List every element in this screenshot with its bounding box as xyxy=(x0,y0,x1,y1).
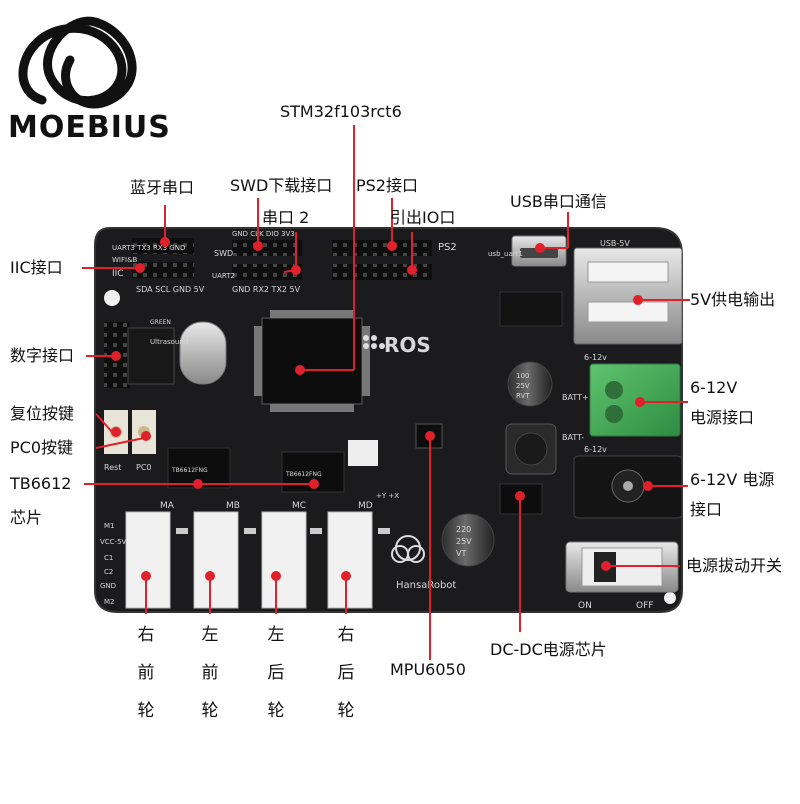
label-wheel-right-rear: 右后轮 xyxy=(337,625,355,721)
power-terminal-block xyxy=(589,363,681,437)
label-gpio-out: 引出IO口 xyxy=(390,208,456,227)
swd-header xyxy=(232,240,302,280)
label-tb6612-2: 芯片 xyxy=(10,508,43,527)
silk-cap1-c: RVT xyxy=(516,392,530,400)
silk-batt-plus: BATT+ xyxy=(562,393,589,402)
silk-on: ON xyxy=(578,601,592,611)
label-wheel-left-front: 左前轮 xyxy=(201,625,219,721)
label-pc0: PC0按键 xyxy=(10,438,74,457)
dc-barrel-jack xyxy=(573,455,683,519)
silk-ma: MA xyxy=(160,501,175,511)
silk-motor-pin-6: M2 xyxy=(104,598,115,606)
brand-name: MOEBIUS xyxy=(8,110,171,145)
label-mpu: MPU6050 xyxy=(390,660,466,679)
tb6612-chip-1 xyxy=(167,447,231,489)
silk-usb-uart: usb_uart1 xyxy=(488,250,523,258)
silk-iic: IIC xyxy=(112,269,124,279)
silk-md: MD xyxy=(358,501,373,511)
label-wheel-right-front: 右前轮 xyxy=(137,625,155,721)
silk-motor-pin-2: VCC-5V xyxy=(100,538,127,546)
silk-ps2: PS2 xyxy=(438,242,457,253)
ros-logo xyxy=(363,335,385,349)
label-tb6612-1: TB6612 xyxy=(10,474,72,493)
small-button-shape xyxy=(348,440,378,466)
silk-cap1-a: 100 xyxy=(516,372,529,380)
silk-off: OFF xyxy=(636,601,653,611)
silk-mc: MC xyxy=(292,501,306,511)
crystal xyxy=(179,321,227,385)
silk-mb: MB xyxy=(226,501,240,511)
moebius-logo-icon xyxy=(18,16,137,109)
silk-motor-pin-5: GND xyxy=(100,582,116,590)
motor-connector-a xyxy=(125,511,171,609)
usb-uart-chip xyxy=(499,291,563,327)
silk-ultrasound: Ultrasound xyxy=(150,338,188,346)
silk-swd: SWD xyxy=(214,249,233,258)
silk-iic-pins: SDA SCL GND 5V xyxy=(136,285,205,294)
silk-uart2: UART2 xyxy=(212,272,235,280)
label-dc-jack-2: 接口 xyxy=(690,500,723,519)
label-reset: 复位按键 xyxy=(10,404,75,423)
silk-cap2-a: 220 xyxy=(456,525,471,534)
silk-cap2-c: VT xyxy=(456,549,466,558)
label-power-terminal-2: 电源接口 xyxy=(690,408,755,427)
label-bluetooth: 蓝牙串口 xyxy=(130,178,195,197)
board-moebius-logo-icon xyxy=(391,535,425,563)
label-uart2: 串口 2 xyxy=(262,208,310,227)
silk-axis: +Y +X xyxy=(376,492,399,500)
silk-rest: Rest xyxy=(104,463,121,472)
silk-chip2: TB6612FNG xyxy=(285,471,322,478)
label-usb-5v: 5V供电输出 xyxy=(690,290,776,309)
label-swd: SWD下载接口 xyxy=(230,176,333,195)
silk-pc0: PC0 xyxy=(136,463,152,472)
ps2-header xyxy=(332,240,432,280)
silk-chip1: TB6612FNG xyxy=(171,467,208,474)
silk-ros: ROS xyxy=(384,333,431,357)
capacitor-100uf xyxy=(507,361,553,407)
silk-motor-pin-4: C2 xyxy=(104,568,113,576)
label-dc-jack-1: 6-12V 电源 xyxy=(690,470,775,489)
ultrasound-header xyxy=(127,327,175,385)
silk-company: HansaRobot xyxy=(396,580,456,591)
silk-motor-pin-3: C1 xyxy=(104,554,113,562)
silk-uart2-pins: GND RX2 TX2 5V xyxy=(232,285,301,294)
silk-motor-pin-1: M1 xyxy=(104,522,115,530)
label-dcdc: DC-DC电源芯片 xyxy=(490,640,607,659)
silk-wifi: WIFI&B xyxy=(112,256,138,264)
label-ps2: PS2接口 xyxy=(356,176,418,195)
silk-uart3: UART3 TX3 RX3 GND xyxy=(112,244,185,252)
silk-612-bottom: 6-12v xyxy=(584,445,607,454)
silk-batt-minus: BATT- xyxy=(562,433,584,442)
silk-swd-pins: GND CLK DIO 3V3 xyxy=(232,230,295,238)
silk-green: GREEN xyxy=(150,319,171,326)
label-wheel-left-rear: 左后轮 xyxy=(267,625,285,721)
label-digital: 数字接口 xyxy=(10,346,75,365)
label-usb-serial: USB串口通信 xyxy=(510,192,607,211)
silk-usb-5v: USB-5V xyxy=(600,239,630,248)
label-iic: IIC接口 xyxy=(10,258,63,277)
capacitor-220uf xyxy=(441,513,495,567)
stm32-mcu-chip xyxy=(254,310,370,412)
label-power-switch: 电源拔动开关 xyxy=(686,556,783,575)
silkscreen-layer: UART3 TX3 RX3 GND WIFI&B IIC SDA SCL GND… xyxy=(100,230,653,611)
motor-connector-c xyxy=(261,511,307,609)
motor-connector-b xyxy=(193,511,239,609)
callout-lines xyxy=(82,125,690,660)
usb-a-port xyxy=(573,247,683,345)
motor-connector-d xyxy=(327,511,373,609)
silk-612-top: 6-12v xyxy=(584,353,607,362)
label-power-terminal-1: 6-12V xyxy=(690,378,738,397)
silk-cap2-b: 25V xyxy=(456,537,472,546)
silk-cap1-b: 25V xyxy=(516,382,530,390)
label-mcu: STM32f103rct6 xyxy=(280,102,402,121)
